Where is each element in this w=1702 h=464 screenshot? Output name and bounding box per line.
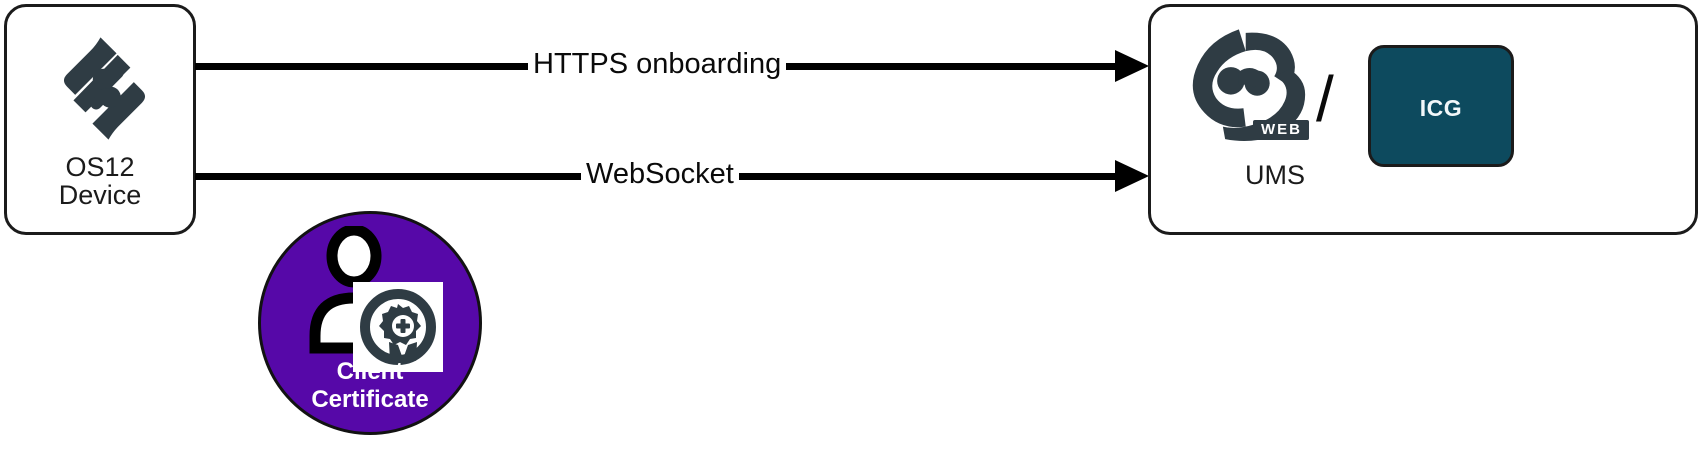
node-client-certificate-label: Client Certificate (311, 358, 429, 414)
node-ums-label: UMS (1245, 160, 1305, 190)
connection-websocket-label: WebSocket (581, 160, 739, 189)
connection-websocket-arrowhead (1115, 160, 1149, 192)
node-icg[interactable]: ICG (1368, 45, 1514, 167)
connection-https-onboarding-arrowhead (1115, 50, 1149, 82)
extreme-networks-logo-icon (47, 31, 162, 146)
node-client-certificate[interactable]: Client Certificate (258, 211, 482, 435)
connection-https-onboarding-label: HTTPS onboarding (528, 50, 787, 79)
ums-separator-slash: / (1316, 63, 1334, 135)
ums-web-badge: WEB (1253, 120, 1309, 140)
node-os12-device[interactable] (4, 4, 196, 235)
user-certificate-icon (305, 224, 445, 376)
node-os12-device-label: OS12 Device (58, 152, 142, 211)
node-icg-label: ICG (1419, 95, 1463, 121)
